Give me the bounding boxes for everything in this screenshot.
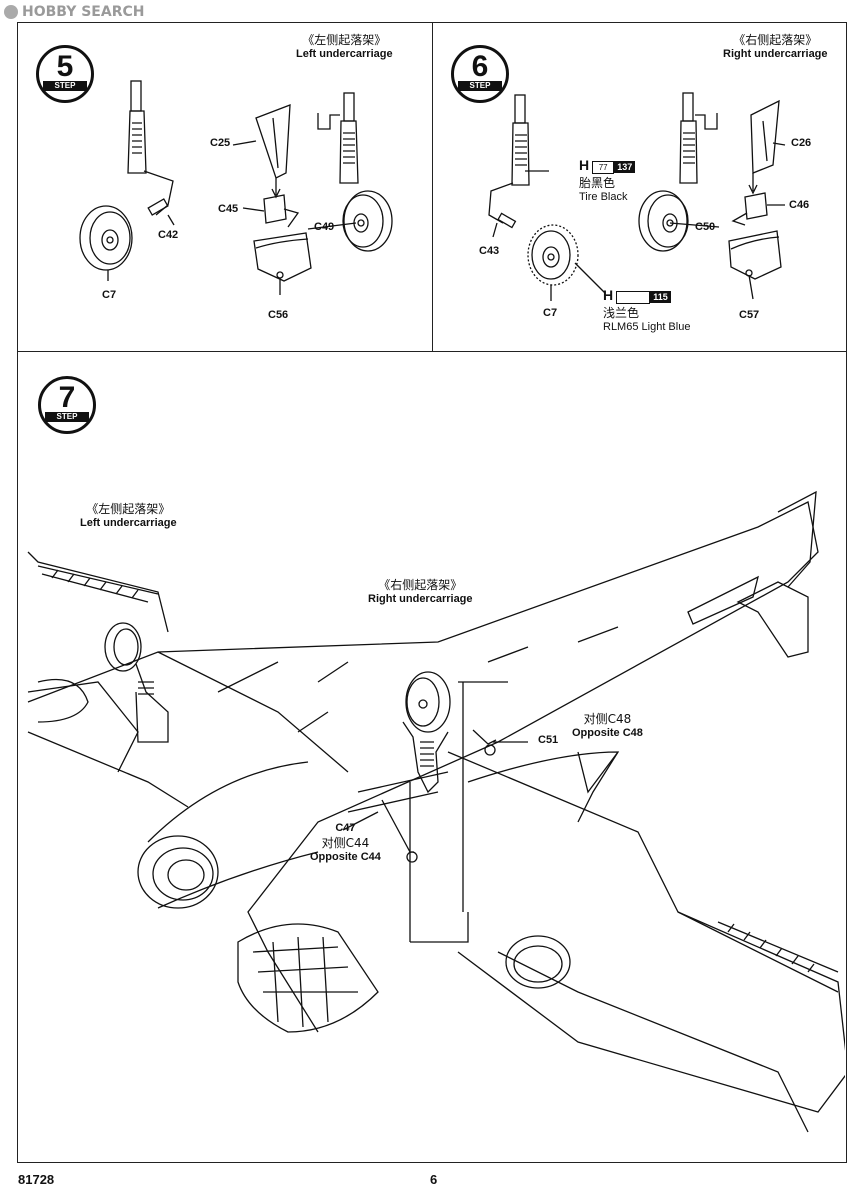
step7-panel: 7 STEP 《左侧起落架》 Left undercarriage 《右侧起落架… — [17, 351, 847, 1163]
logo-icon — [4, 5, 18, 19]
label-opposite-c48: 对侧C48 Opposite C48 — [572, 712, 643, 739]
part-c42: C42 — [158, 229, 179, 241]
part-c56: C56 — [268, 309, 289, 321]
step7-right-label: 《右侧起落架》 Right undercarriage — [368, 578, 473, 605]
step6-title: 《右侧起落架》 Right undercarriage — [723, 33, 828, 60]
step7-number: 7 — [58, 381, 76, 414]
paint-swatch: 77 — [592, 160, 615, 174]
part-c25: C25 — [210, 137, 231, 149]
part-c57: C57 — [739, 309, 760, 321]
part-c50: C50 — [695, 221, 716, 233]
step6-drawing — [488, 92, 786, 301]
step6-label: STEP — [458, 81, 502, 91]
step5-drawing — [79, 80, 393, 295]
part-c45: C45 — [218, 203, 239, 215]
part-c7: C7 — [543, 307, 558, 319]
step5-badge: 5 STEP — [36, 45, 94, 103]
paint-code: 137 — [614, 161, 636, 174]
paint-light-blue: H 115 浅兰色 RLM65 Light Blue — [603, 287, 691, 333]
part-c49: C49 — [314, 221, 335, 233]
step6-panel: 6 STEP 《右侧起落架》 Right undercarriage — [432, 22, 847, 352]
step7-label: STEP — [45, 412, 89, 422]
strut-top — [130, 80, 142, 112]
aircraft-drawing — [27, 490, 845, 1133]
watermark: HOBBY SEARCH — [4, 4, 144, 20]
product-code: 81728 — [18, 1172, 55, 1187]
page-number: 6 — [430, 1172, 438, 1187]
part-c46: C46 — [789, 199, 810, 211]
label-c47-c44: C47 对侧C44 Opposite C44 — [310, 822, 381, 863]
paint-swatch — [616, 290, 651, 304]
step5-label: STEP — [43, 81, 87, 91]
step6-badge: 6 STEP — [451, 45, 509, 103]
part-c7: C7 — [102, 289, 117, 301]
step5-title: 《左侧起落架》 Left undercarriage — [296, 33, 393, 60]
step7-badge: 7 STEP — [38, 376, 96, 434]
step5-panel: 5 STEP 《左侧起落架》 Left undercarriage — [17, 22, 433, 352]
part-c43: C43 — [479, 245, 500, 257]
part-c51: C51 — [538, 734, 559, 746]
part-c26: C26 — [791, 137, 812, 149]
step7-left-label: 《左侧起落架》 Left undercarriage — [80, 502, 177, 529]
paint-code: 115 — [650, 291, 671, 304]
step5-number: 5 — [56, 50, 74, 83]
step6-number: 6 — [471, 50, 489, 83]
